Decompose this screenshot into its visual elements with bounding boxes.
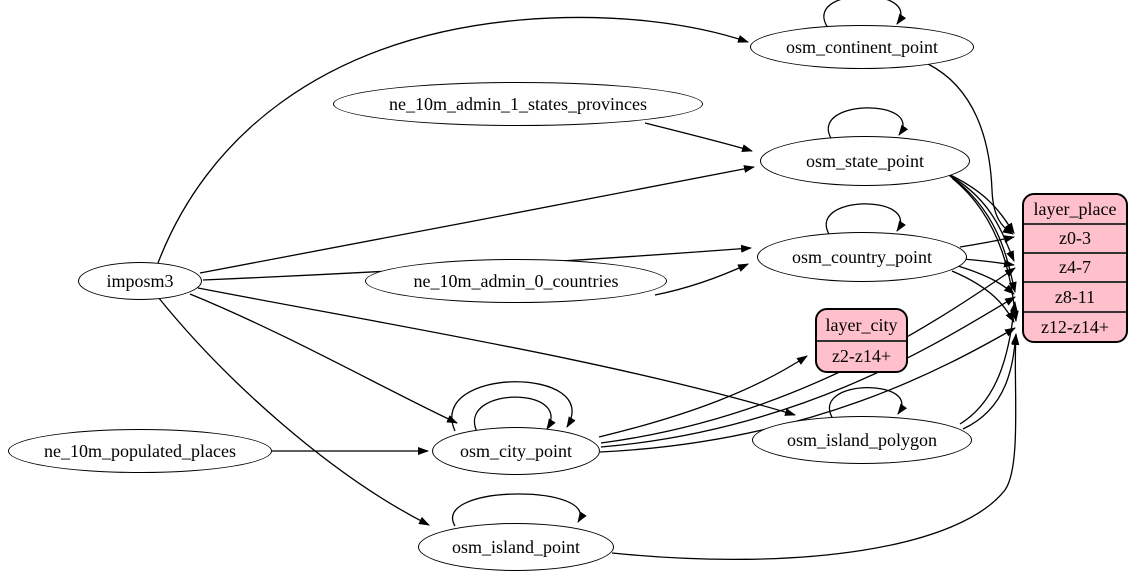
edge-osm_state_point-layer_place-z8-11	[949, 175, 1017, 293]
node-label: osm_country_point	[792, 246, 932, 267]
node-osm-island-point: osm_island_point	[418, 523, 614, 571]
edge-imposm3-osm_state_point	[199, 165, 755, 274]
node-osm-continent-point: osm_continent_point	[750, 25, 974, 69]
node-imposm3: imposm3	[78, 262, 202, 300]
node-label: ne_10m_admin_1_states_provinces	[389, 93, 647, 114]
layer-place-row-z12-z14: z12-z14+	[1024, 311, 1126, 341]
record-layer-city: layer_city z2-z14+	[815, 308, 908, 373]
layer-place-row-z0-3: z0-3	[1024, 223, 1126, 252]
node-ne-10m-admin-0-countries: ne_10m_admin_0_countries	[365, 259, 667, 303]
self-loop-osm_country_point	[825, 203, 906, 237]
node-osm-city-point: osm_city_point	[432, 427, 600, 475]
edge-osm_state_point-layer_place-z4-7	[946, 173, 1015, 262]
edge-imposm3-osm_island_polygon	[197, 287, 796, 416]
edge-osm_city_point-layer_place-z8-11	[600, 296, 1016, 448]
layer-city-row-z2-z14: z2-z14+	[817, 340, 906, 371]
node-label: osm_continent_point	[786, 36, 938, 57]
node-label: ne_10m_populated_places	[44, 440, 236, 461]
record-layer-place: layer_place z0-3 z4-7 z8-11 z12-z14+	[1022, 193, 1128, 343]
self-loop-osm_island_polygon	[829, 386, 908, 420]
edge-imposm3-osm_continent_point	[157, 16, 749, 264]
layer-place-title: layer_place	[1033, 198, 1117, 219]
edge-osm_continent_point-layer_place-z0-3	[927, 63, 1014, 235]
node-label: imposm3	[106, 270, 174, 291]
edge-osm_country_point-layer_place-z4-7	[962, 258, 1015, 268]
edge-osm_city_point-layer_place-z4-7	[600, 267, 1016, 444]
node-ne-10m-populated-places: ne_10m_populated_places	[8, 429, 272, 473]
edge-imposm3-osm_city_point	[189, 293, 458, 424]
node-label: osm_city_point	[460, 440, 572, 461]
edge-ne_10m_admin_0_countries-osm_country_point	[654, 263, 749, 296]
layer-place-row-z8-11: z8-11	[1024, 281, 1126, 311]
edge-osm_country_point-layer_place-z12	[951, 270, 1015, 323]
self-loop-osm_state_point	[828, 107, 909, 141]
node-osm-island-polygon: osm_island_polygon	[752, 416, 972, 464]
edge-osm_country_point-layer_place-z0-3	[959, 235, 1015, 248]
self-loop-outer-osm_city_point	[451, 381, 576, 432]
edge-osm_city_point-layer_place-z12	[599, 327, 1016, 453]
layer-city-title: layer_city	[825, 314, 898, 335]
self-loop-inner-osm_city_point	[473, 396, 556, 433]
edge-osm_island_point-layer_place-z12	[611, 334, 1020, 561]
node-label: ne_10m_admin_0_countries	[413, 270, 619, 291]
self-loop-osm_continent_point	[823, 0, 907, 29]
edge-osm_city_point-layer_city-z2	[598, 355, 808, 438]
layer-place-row-z4-7: z4-7	[1024, 252, 1126, 281]
node-ne-10m-admin-1-states-provinces: ne_10m_admin_1_states_provinces	[333, 82, 703, 126]
node-label: osm_state_point	[806, 150, 924, 171]
node-label: osm_island_point	[451, 536, 580, 557]
node-osm-country-point: osm_country_point	[757, 232, 967, 282]
edge-osm_country_point-layer_place-z8-11	[957, 265, 1015, 295]
edge-ne_10m_admin_1_states_provinces-osm_state_point	[644, 122, 753, 152]
node-osm-state-point: osm_state_point	[760, 136, 970, 186]
node-label: osm_island_polygon	[786, 429, 937, 450]
self-loop-osm_island_point	[451, 493, 587, 527]
edge-osm_island_polygon-layer_place-z8-11	[959, 301, 1018, 425]
edge-imposm3-osm_island_point	[157, 296, 430, 526]
